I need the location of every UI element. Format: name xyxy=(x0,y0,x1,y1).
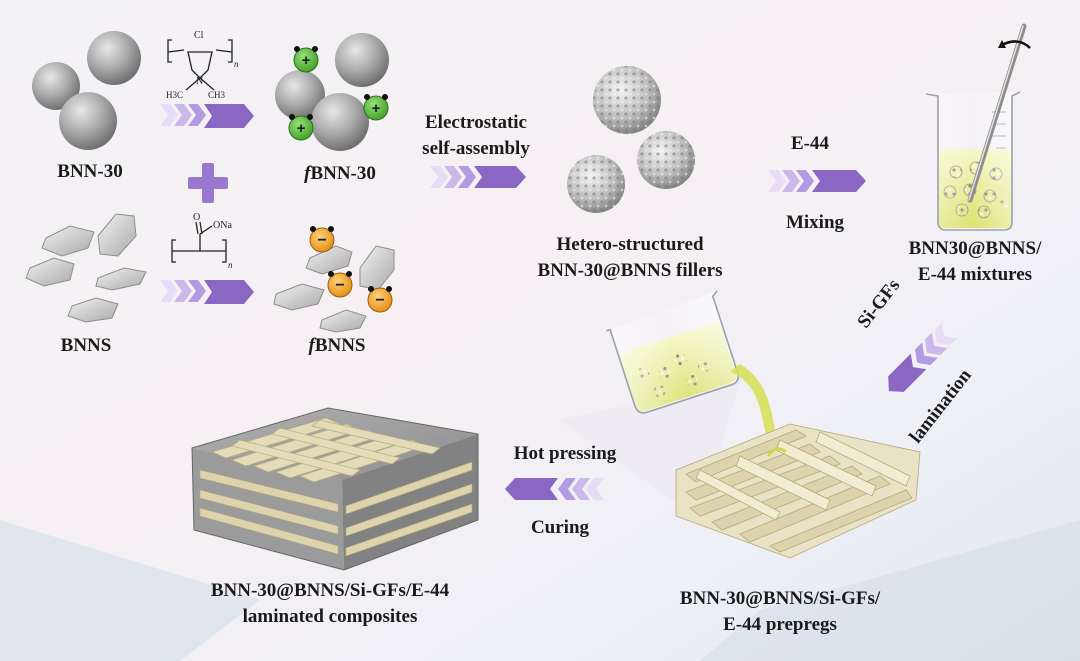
label-hetero-line1: Hetero-structured xyxy=(556,234,704,255)
label-composite-line2: laminated composites xyxy=(242,606,418,627)
arrow-functionalize-bnn30 xyxy=(160,104,254,128)
chem-subscript-n: n xyxy=(234,59,239,69)
svg-text:+: + xyxy=(302,52,311,69)
label-bnns: BNNS xyxy=(60,335,112,356)
cationic-polymer-structure xyxy=(167,39,233,91)
label-mixture-line1: BNN30@BNNS/ xyxy=(908,238,1042,259)
arrow-self-assembly xyxy=(430,166,526,188)
label-composite: BNN-30@BNNS/Si-GFs/E-44 laminated compos… xyxy=(180,578,480,630)
label-e44: E-44 xyxy=(791,133,829,154)
anionic-polymer-structure xyxy=(171,221,227,263)
label-curing: Curing xyxy=(530,517,590,538)
arrow-mixing xyxy=(768,170,866,192)
bnn30-spheres xyxy=(32,31,141,150)
beaker-mixture xyxy=(925,23,1031,231)
woven-fabric xyxy=(675,423,921,559)
label-electrostatic-line2: self-assembly xyxy=(422,138,530,159)
label-prepreg-line2: E-44 prepregs xyxy=(723,614,837,635)
label-mixture-line2: E-44 mixtures xyxy=(917,264,1033,285)
label-bnn30: BNN-30 xyxy=(57,161,123,182)
arrow-hot-pressing xyxy=(505,478,604,500)
label-fbnn30-prefix: f xyxy=(304,163,311,184)
plus-sign xyxy=(188,163,228,203)
background-facet xyxy=(0,520,260,661)
label-electrostatic-line1: Electrostatic xyxy=(425,112,527,133)
label-fbnns-prefix: f xyxy=(308,335,315,356)
label-fbnns-rest: BNNS xyxy=(314,335,366,356)
label-hetero-fillers: Hetero-structured BNN-30@BNNS fillers xyxy=(520,232,740,284)
arrow-lamination xyxy=(888,322,958,392)
fbnns-flakes xyxy=(273,245,395,333)
arrow-functionalize-bnns xyxy=(160,280,254,304)
hetero-structured-fillers xyxy=(567,66,695,213)
label-hetero-line2: BNN-30@BNNS fillers xyxy=(537,260,723,281)
label-prepreg: BNN-30@BNNS/Si-GFs/ E-44 prepregs xyxy=(650,586,910,638)
chem-n-label: N xyxy=(196,76,203,87)
chem-cl-label: Cl xyxy=(194,30,204,41)
svg-text:−: − xyxy=(317,232,326,249)
label-electrostatic: Electrostatic self-assembly xyxy=(406,110,546,162)
negative-charge-icons: − − − xyxy=(309,226,393,313)
label-prepreg-line1: BNN-30@BNNS/Si-GFs/ xyxy=(679,588,881,609)
chem-ona-label: ONa xyxy=(213,220,232,231)
svg-text:−: − xyxy=(335,277,344,294)
bnns-flakes xyxy=(25,213,147,323)
label-mixing: Mixing xyxy=(785,212,845,233)
label-mixture: BNN30@BNNS/ E-44 mixtures xyxy=(890,236,1060,288)
svg-text:+: + xyxy=(372,100,381,117)
laminated-composite xyxy=(191,407,479,571)
background-facet xyxy=(700,520,1080,661)
positive-charge-icons: + + + xyxy=(288,46,389,141)
label-fbnn30-rest: BNN-30 xyxy=(310,163,376,184)
label-hot-pressing: Hot pressing xyxy=(513,443,617,464)
label-fbnn30: fBNN-30 xyxy=(290,162,390,186)
label-fbnns: fBNNS xyxy=(292,334,382,358)
pouring-beaker xyxy=(606,290,778,456)
chem-ch3-left: H3C xyxy=(166,90,183,100)
svg-text:+: + xyxy=(297,120,306,137)
fbnn30-spheres xyxy=(275,33,389,151)
chem-o-label: O xyxy=(193,212,200,223)
chem-subscript-n: n xyxy=(228,260,233,270)
label-composite-line1: BNN-30@BNNS/Si-GFs/E-44 xyxy=(210,580,450,601)
svg-text:−: − xyxy=(375,292,384,309)
chem-ch3-right: CH3 xyxy=(208,90,226,100)
